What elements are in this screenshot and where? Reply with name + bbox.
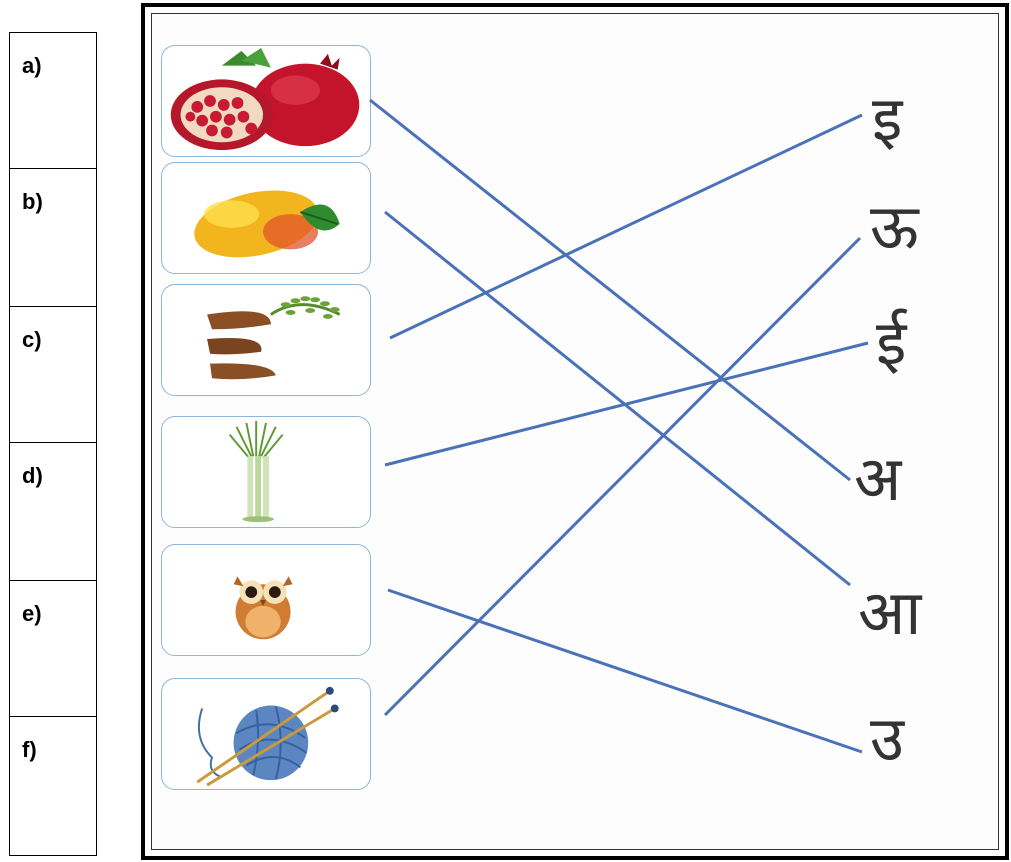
answer-cell-e[interactable]: e): [10, 581, 96, 717]
answer-cell-b[interactable]: b): [10, 169, 96, 307]
owl-icon: [233, 576, 293, 640]
picture-box-pomegranate: [161, 45, 371, 157]
answer-label: e): [22, 601, 42, 626]
answer-label: f): [22, 737, 37, 762]
tamarind-icon: [207, 296, 341, 380]
picture-box-mango: [161, 162, 371, 274]
letter-u: उ: [870, 702, 904, 775]
letter-a: अ: [854, 442, 902, 515]
answer-label: a): [22, 53, 42, 78]
mango-icon: [194, 190, 340, 258]
letter-ii: ई: [876, 306, 907, 379]
answer-label: b): [22, 189, 43, 214]
answer-label: c): [22, 327, 42, 352]
letter-uu: ऊ: [870, 190, 919, 263]
picture-box-sugarcane: [161, 416, 371, 528]
sugarcane-icon: [228, 420, 284, 523]
picture-box-tamarind: [161, 284, 371, 396]
picture-box-owl: [161, 544, 371, 656]
pomegranate-icon: [170, 47, 360, 151]
picture-box-wool: [161, 678, 371, 790]
answer-label: d): [22, 463, 43, 488]
answer-cell-d[interactable]: d): [10, 443, 96, 581]
answer-cell-f[interactable]: f): [10, 717, 96, 855]
answer-cell-c[interactable]: c): [10, 307, 96, 443]
answer-cell-a[interactable]: a): [10, 33, 96, 169]
wool-ball-icon: [196, 686, 339, 787]
letter-i: इ: [872, 82, 903, 155]
answer-table: a) b) c) d) e) f): [9, 32, 97, 856]
letter-aa: आ: [858, 576, 922, 649]
